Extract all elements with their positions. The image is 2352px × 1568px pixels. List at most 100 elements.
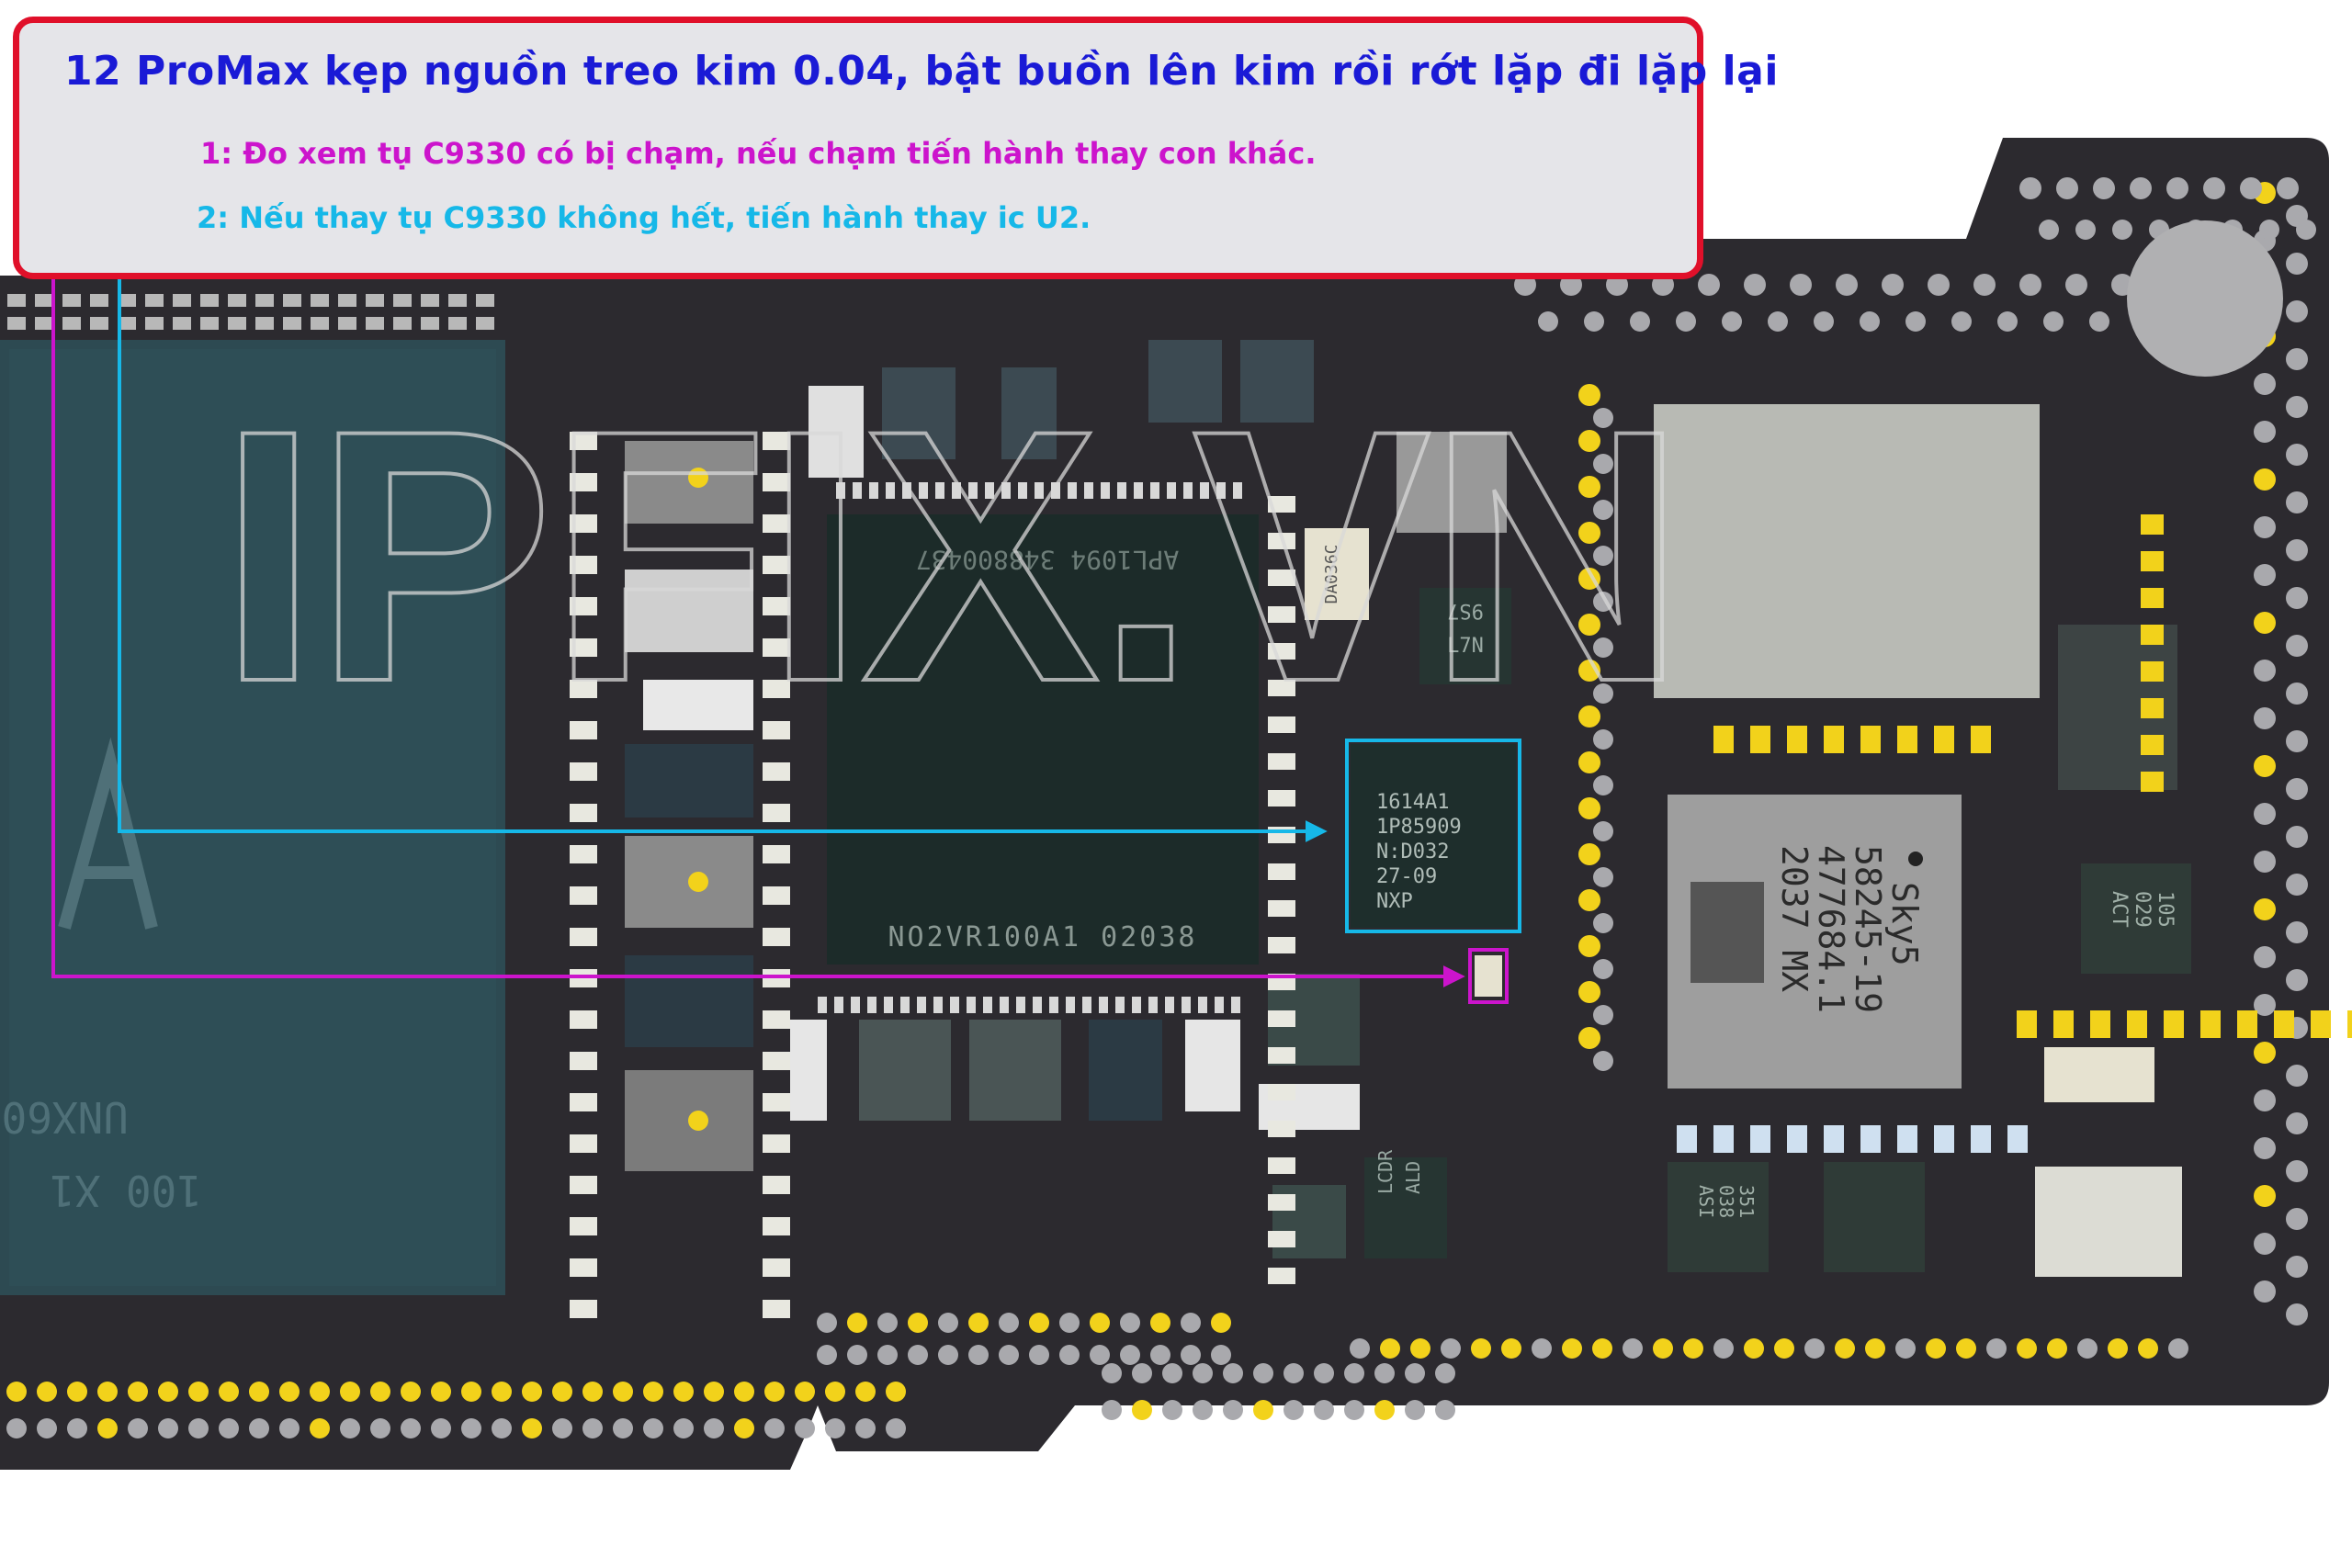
pad (2254, 803, 2276, 825)
component (1148, 997, 1158, 1013)
component (1268, 1268, 1295, 1284)
component (1787, 1125, 1807, 1153)
pad (582, 1418, 603, 1438)
component (1268, 790, 1295, 807)
pad (1211, 1313, 1231, 1333)
pad (2254, 564, 2276, 586)
component (763, 473, 790, 491)
pad (1314, 1363, 1334, 1383)
pad (118, 294, 136, 307)
svg-text:1614A1: 1614A1 (1376, 791, 1449, 814)
pad (1578, 889, 1600, 911)
component (1268, 937, 1295, 953)
pad (1435, 1400, 1455, 1420)
chip-gray-top (1396, 432, 1507, 533)
component (1824, 726, 1844, 753)
component (570, 1258, 597, 1277)
pad (1835, 1338, 1855, 1359)
pad (2254, 1280, 2276, 1303)
component (1000, 997, 1009, 1013)
c9330-highlight-box (1468, 948, 1509, 1004)
pad (2047, 1338, 2067, 1359)
pad (1986, 1338, 2007, 1359)
smd-chip (790, 1020, 827, 1121)
component (1068, 482, 1077, 499)
pad (1471, 1338, 1491, 1359)
pad (145, 317, 164, 330)
component (2141, 661, 2164, 682)
pad (90, 294, 108, 307)
pad (1593, 1005, 1613, 1025)
svg-text:477684.1: 477684.1 (1811, 845, 1851, 1013)
component (1268, 1157, 1295, 1174)
pad (1593, 454, 1613, 474)
component (1082, 997, 1091, 1013)
smd-chip (1240, 340, 1314, 423)
pad (1578, 797, 1600, 819)
pad (200, 294, 219, 307)
pad (825, 1382, 845, 1402)
smd-chip (625, 955, 753, 1047)
chip-white-mid (2044, 1047, 2154, 1102)
pad (1441, 1338, 1461, 1359)
sky-chip-text: Sky5 58245-19 477684.1 2037 MX (1774, 845, 1925, 1013)
component (1750, 726, 1770, 753)
component (1200, 482, 1209, 499)
chip-right-b (2081, 863, 2191, 974)
pad (1593, 637, 1613, 658)
pad (825, 1418, 845, 1438)
pad (279, 1382, 300, 1402)
pad (1593, 546, 1613, 566)
pad (128, 1382, 148, 1402)
component (1101, 482, 1110, 499)
pad (1713, 1338, 1734, 1359)
pad (817, 1313, 837, 1333)
component (1198, 997, 1207, 1013)
pad (1405, 1363, 1425, 1383)
component (1066, 997, 1075, 1013)
pad (2286, 587, 2308, 609)
component (968, 482, 978, 499)
smd-chip (882, 367, 956, 459)
pad (7, 294, 26, 307)
pad (2075, 220, 2096, 240)
pad (2254, 421, 2276, 443)
pad (704, 1418, 724, 1438)
pad (1804, 1338, 1825, 1359)
component (1677, 1125, 1697, 1153)
pad (968, 1345, 989, 1365)
pad (158, 1418, 178, 1438)
pad (877, 1313, 898, 1333)
component (570, 928, 597, 946)
component (818, 997, 827, 1013)
component (1971, 1125, 1991, 1153)
pad (97, 1418, 118, 1438)
component (1099, 997, 1108, 1013)
component (570, 1010, 597, 1029)
pad (1768, 311, 1788, 332)
component (763, 845, 790, 863)
pad (2286, 1065, 2308, 1087)
component (570, 1093, 597, 1111)
component (2141, 698, 2164, 718)
pad (1181, 1313, 1201, 1333)
component (763, 597, 790, 615)
component (1268, 716, 1295, 733)
pad (1951, 311, 1972, 332)
component (1750, 1125, 1770, 1153)
pad (1059, 1313, 1080, 1333)
component (952, 482, 961, 499)
component (763, 804, 790, 822)
pad (938, 1345, 958, 1365)
svg-text:ALD: ALD (1402, 1161, 1424, 1194)
pad (1593, 729, 1613, 750)
pad (764, 1418, 785, 1438)
pad (1578, 1027, 1600, 1049)
pad (6, 1418, 27, 1438)
pad (476, 294, 494, 307)
pad (279, 1418, 300, 1438)
pad (673, 1382, 694, 1402)
pad (1090, 1313, 1110, 1333)
pad (2254, 660, 2276, 682)
